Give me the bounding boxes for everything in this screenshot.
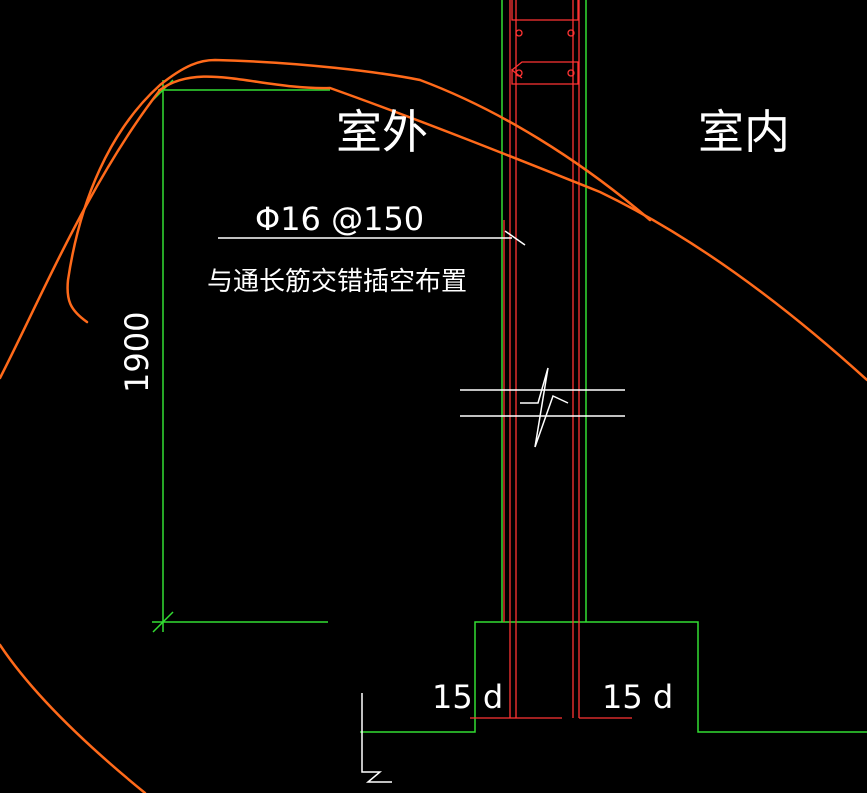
markup-stroke-1	[0, 75, 867, 382]
markup-stroke-2	[66, 58, 652, 324]
wall-outline	[501, 0, 587, 622]
annotation-lines	[218, 230, 625, 783]
stirrup-closed	[511, 61, 579, 85]
label-inside: 室内	[698, 105, 790, 159]
dimension-1900	[152, 79, 330, 633]
label-rebar-note: 与通长筋交错插空布置	[207, 267, 467, 297]
rebar-dot-4	[567, 69, 575, 77]
ground-break-symbol	[361, 693, 392, 783]
label-outside: 室外	[336, 105, 428, 159]
break-symbol	[520, 367, 569, 448]
rebar-dot-2	[567, 29, 575, 37]
label-anchor-left: 15 d	[432, 678, 503, 716]
rebar-group	[470, 0, 632, 719]
label-anchor-right: 15 d	[602, 678, 673, 716]
markup-annotations	[0, 58, 867, 793]
markup-stroke-3	[0, 643, 147, 793]
foundation-outline	[360, 621, 867, 733]
rebar-dot-1	[515, 29, 523, 37]
rebar-dot-3	[515, 69, 523, 77]
label-rebar-spec: Φ16 @150	[255, 200, 424, 238]
leader-arrow	[504, 230, 526, 246]
stirrup-top	[511, 0, 579, 21]
dim-tick-bottom	[152, 611, 174, 633]
label-dimension-1900: 1900	[118, 312, 156, 393]
